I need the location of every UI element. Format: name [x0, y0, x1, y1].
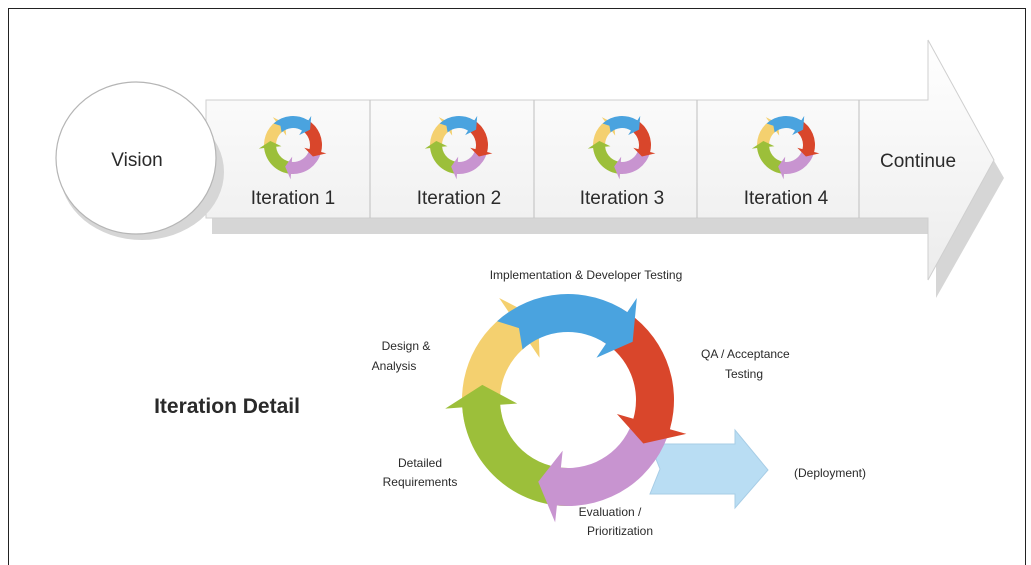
iteration-label: Iteration 1	[251, 188, 336, 209]
iteration-label: Iteration 3	[580, 188, 665, 209]
requirements-arrow	[258, 141, 295, 174]
iteration-cycle-icon	[751, 115, 820, 180]
deployment-label: (Deployment)	[794, 466, 866, 480]
evaluation-arrow	[538, 417, 671, 523]
qa-label-line1: QA / Acceptance	[701, 347, 790, 361]
evaluation-label-line2: Prioritization	[587, 524, 653, 538]
implementation-arrow	[273, 115, 312, 136]
evaluation-label-line1: Evaluation /	[579, 505, 642, 519]
requirements-label-line1: Detailed	[398, 456, 442, 470]
iteration-detail: Iteration Detail Implementation & Develo…	[154, 268, 866, 538]
iteration-label: Iteration 4	[744, 188, 829, 209]
continue-label: Continue	[880, 151, 956, 172]
requirements-arrow	[587, 141, 624, 174]
iteration-cycle-icon	[587, 115, 656, 180]
iteration-cycle	[445, 293, 687, 523]
implementation-label: Implementation & Developer Testing	[490, 268, 683, 282]
requirements-arrow	[445, 384, 572, 506]
requirements-label-line2: Requirements	[383, 475, 458, 489]
design-label-line2: Analysis	[372, 359, 417, 373]
requirements-arrow	[424, 141, 461, 174]
evaluation-arrow	[778, 149, 815, 180]
timeline: Vision Iteration 1 Iteration 2 Iteration…	[55, 39, 1004, 298]
implementation-arrow	[766, 115, 805, 136]
implementation-arrow	[497, 293, 637, 358]
iteration-cycle-icon	[258, 115, 327, 180]
iteration-detail-title: Iteration Detail	[154, 395, 300, 418]
deployment-arrow	[649, 428, 769, 510]
iteration-label: Iteration 2	[417, 188, 502, 209]
requirements-arrow	[751, 141, 788, 174]
iteration-cycle-icon	[424, 115, 493, 180]
implementation-arrow	[439, 115, 478, 136]
vision-circle	[55, 81, 217, 235]
evaluation-arrow	[451, 149, 488, 180]
diagram-frame	[8, 8, 1026, 565]
design-label-line1: Design &	[382, 339, 431, 353]
implementation-arrow	[602, 115, 641, 136]
evaluation-arrow	[614, 149, 651, 180]
qa-label-line2: Testing	[725, 367, 763, 381]
evaluation-arrow	[285, 149, 322, 180]
vision-label: Vision	[111, 150, 162, 171]
